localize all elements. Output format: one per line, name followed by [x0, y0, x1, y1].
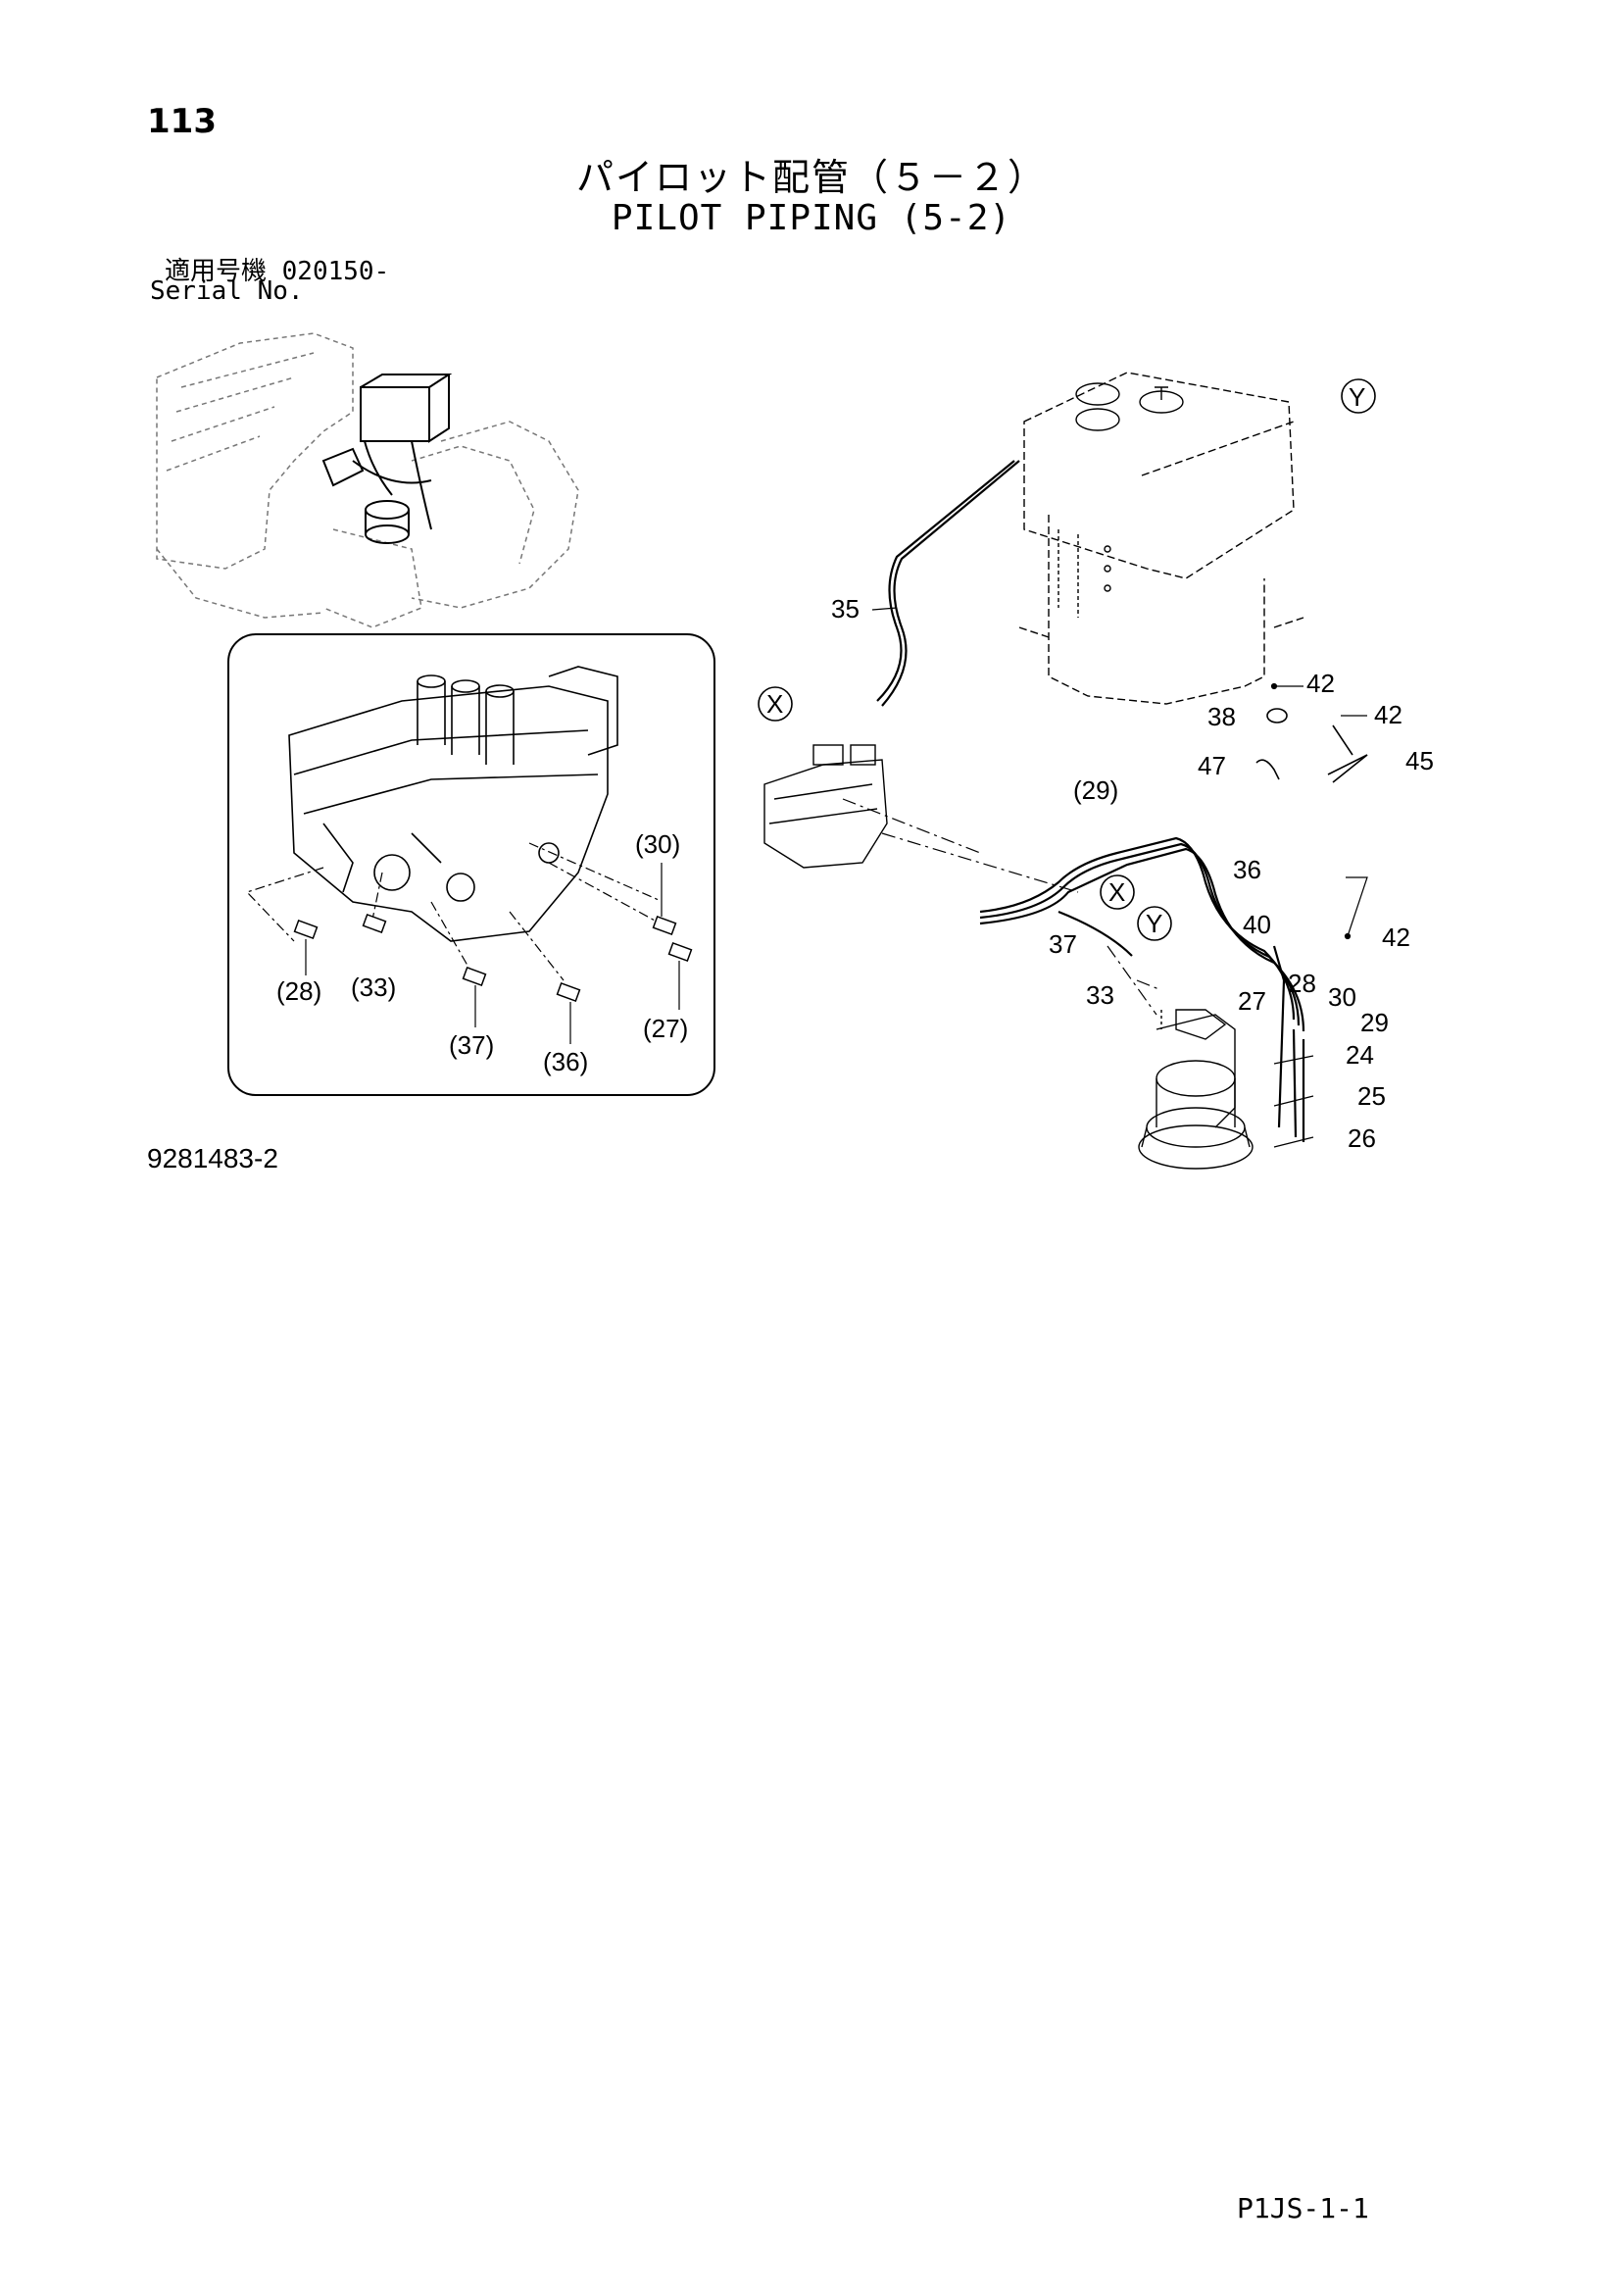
callout-33-paren-inset: (33): [351, 973, 396, 1002]
callout-42-a: 42: [1306, 669, 1335, 698]
callout-28-paren-inset: (28): [276, 976, 321, 1006]
drawing-number: 9281483-2: [147, 1143, 278, 1173]
serial-label-japanese: 適用号機 020150-: [165, 257, 390, 286]
hydraulic-tank: [1018, 372, 1304, 705]
callout-30-paren-inset: (30): [635, 829, 680, 859]
control-valve: [763, 744, 888, 869]
inset-fittings: [293, 913, 693, 1003]
loose-parts: [1255, 708, 1368, 783]
reference-marker-labels: Y X X Y: [766, 382, 1365, 938]
callout-33: 33: [1086, 980, 1114, 1010]
part-callouts: 35 42 38 42 47 45 (29) 36 (30) 37 33 40 …: [276, 594, 1434, 1153]
reference-markers: [758, 378, 1376, 941]
machine-overview-illustration: [156, 332, 579, 628]
callout-28: 28: [1288, 969, 1316, 998]
page-title-japanese: パイロット配管（５－２）: [575, 156, 1047, 199]
ref-marker-y-pipe: Y: [1146, 909, 1162, 938]
callout-38: 38: [1207, 702, 1236, 731]
inset-callout-leaders: [305, 863, 680, 1044]
pilot-hoses: [876, 460, 1305, 1142]
callout-40: 40: [1243, 910, 1271, 939]
callout-24: 24: [1346, 1040, 1374, 1070]
page-number: 113: [147, 102, 217, 141]
serial-label-english: Serial No.: [150, 276, 304, 306]
ref-marker-x-valve: X: [766, 689, 783, 719]
control-valve-detail: [288, 666, 618, 942]
callout-36-paren-inset: (36): [543, 1047, 588, 1076]
callout-27: 27: [1238, 986, 1266, 1016]
callout-30: 30: [1328, 982, 1356, 1012]
machine-overview-components: [321, 374, 453, 544]
callout-42-c: 42: [1382, 923, 1410, 952]
callout-35: 35: [831, 594, 860, 624]
ref-marker-x-pipe: X: [1108, 877, 1125, 907]
page-title-english: PILOT PIPING (5-2): [611, 198, 1012, 238]
callout-36: 36: [1233, 855, 1261, 884]
inset-leader-lines: [245, 842, 660, 981]
callout-29-paren: (29): [1073, 775, 1118, 805]
callout-29: 29: [1360, 1008, 1389, 1037]
swing-motor: [1138, 1009, 1254, 1170]
callout-37-paren-inset: (37): [449, 1030, 494, 1060]
callout-26: 26: [1348, 1123, 1376, 1153]
ref-marker-y-tank: Y: [1349, 382, 1365, 412]
callout-37: 37: [1049, 929, 1077, 959]
callout-27-paren-inset: (27): [643, 1014, 688, 1043]
callout-47: 47: [1198, 751, 1226, 780]
callout-leaders: [871, 607, 1368, 1148]
page-reference: P1JS-1-1: [1237, 2192, 1369, 2224]
detail-inset-frame: [227, 633, 715, 1096]
connection-lines: [842, 798, 1162, 1016]
callout-45: 45: [1405, 746, 1434, 775]
callout-25: 25: [1357, 1081, 1386, 1111]
callout-42-b: 42: [1374, 700, 1402, 729]
